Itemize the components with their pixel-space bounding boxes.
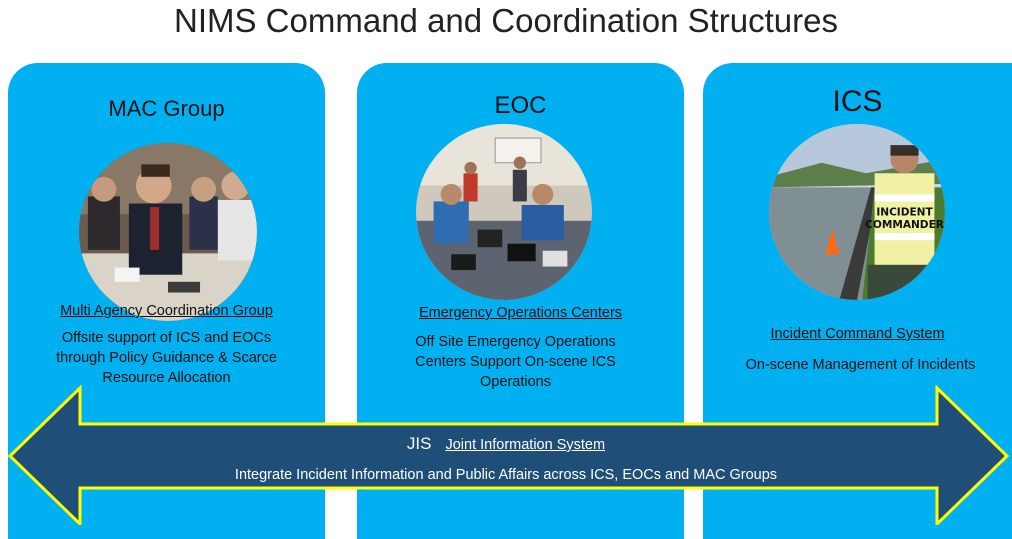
- eoc-title: EOC: [494, 92, 547, 119]
- mac-group-description: Offsite support of ICS and EOCs through …: [16, 328, 317, 388]
- eoc-photo: [416, 124, 592, 300]
- ics-photo: INCIDENT COMMANDER: [769, 124, 945, 300]
- desc-line: On-scene Management of Incidents: [745, 357, 976, 373]
- jis-full-name: Joint Information System: [445, 437, 606, 453]
- ics-description: On-scene Management of Incidents: [709, 355, 1012, 375]
- jis-heading: JIS Joint Information System: [0, 434, 1012, 454]
- mac-group-photo: [79, 143, 257, 321]
- desc-line: Centers Support On-scene ICS: [415, 354, 616, 370]
- jis-abbreviation: JIS: [406, 434, 432, 453]
- desc-line: Off Site Emergency Operations: [415, 334, 616, 350]
- eoc-description: Off Site Emergency Operations Centers Su…: [377, 332, 654, 392]
- mac-group-title: MAC Group: [108, 96, 225, 121]
- desc-line: through Policy Guidance & Scarce: [56, 350, 277, 366]
- jis-double-arrow: [7, 385, 1010, 525]
- ics-subtitle: Incident Command System: [770, 326, 945, 342]
- vest-text-line: COMMANDER: [865, 219, 944, 231]
- jis-arrow-shape: [7, 385, 1010, 525]
- desc-line: Offsite support of ICS and EOCs: [61, 330, 272, 346]
- ics-title: ICS: [832, 85, 883, 118]
- mac-group-panel: MAC Group Multi Agency Coordination Grou…: [8, 63, 325, 539]
- diagram-title: NIMS Command and Coordination Structures: [174, 2, 838, 39]
- desc-line: Resource Allocation: [102, 370, 231, 386]
- eoc-subtitle: Emergency Operations Centers: [418, 305, 623, 321]
- vest-text-line: INCIDENT: [876, 207, 933, 219]
- jis-description: Integrate Incident Information and Publi…: [234, 467, 778, 483]
- desc-line: Operations: [480, 374, 551, 390]
- mac-group-subtitle: Multi Agency Coordination Group: [60, 303, 273, 319]
